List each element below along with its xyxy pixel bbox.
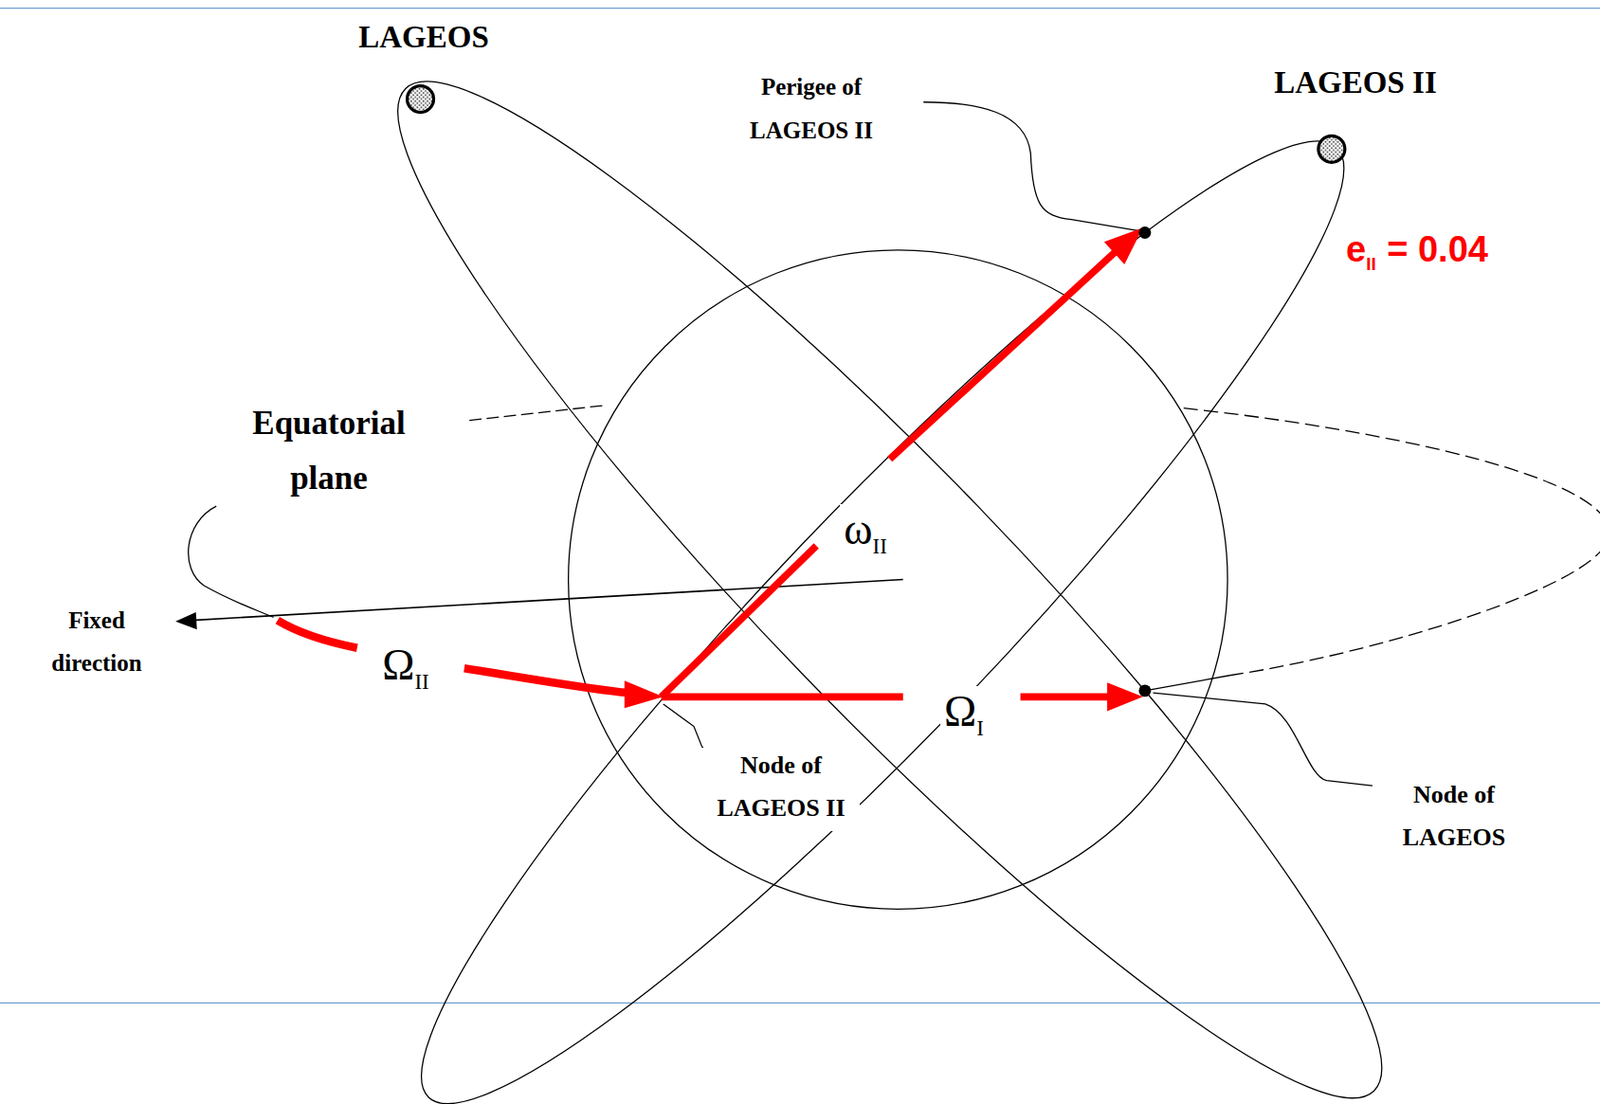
angle-symbol: Ω: [944, 687, 977, 736]
perigee-dot: [1138, 226, 1151, 239]
angle-symbol: Ω: [381, 640, 415, 690]
angle-symbol-box: ΩI: [940, 686, 988, 744]
node-arrow: [661, 693, 904, 702]
satellite-name-box: LAGEOS: [354, 18, 493, 57]
angle-symbol-box: ΩII: [378, 639, 434, 697]
frame-line: [0, 1002, 1600, 1004]
lageos2-orbit: [347, 70, 1419, 1104]
equatorial-plane: [1145, 675, 1230, 691]
subscript: II: [1365, 254, 1377, 274]
lageos-orbit: [318, 3, 1462, 1104]
node-dot: [1138, 684, 1151, 697]
eccentricity-value: = 0.04: [1386, 229, 1489, 270]
leader-line: [923, 102, 1138, 232]
plane-label-box: Equatorial plane: [229, 395, 429, 508]
subscript: II: [872, 534, 887, 559]
callout-label-box: Perigee of LAGEOS II: [735, 64, 888, 155]
angle-symbol: ω: [843, 505, 873, 554]
eccentricity-value: e: [1345, 229, 1366, 270]
direction-label: Fixed direction: [51, 607, 142, 676]
direction-label-box: Fixed direction: [37, 598, 157, 686]
callout-label-box: Node of LAGEOS II: [703, 743, 860, 832]
leader-line: [1152, 692, 1372, 786]
callout-label: Perigee of LAGEOS II: [749, 73, 873, 144]
equatorial-plane: [1183, 408, 1600, 676]
subscript: I: [976, 716, 984, 741]
arrowhead: [624, 680, 664, 709]
arrowhead: [175, 612, 198, 630]
perigee-arrow: [661, 545, 818, 697]
node-arrow: [1020, 693, 1113, 702]
satellite-name: LAGEOS II: [1273, 65, 1437, 100]
leader-line: [469, 404, 607, 420]
satellite-name-box: LAGEOS II: [1270, 64, 1440, 103]
arrowhead: [1104, 227, 1144, 265]
eccentricity-value-box: eII = 0.04: [1342, 228, 1492, 275]
satellite: [407, 86, 435, 113]
frame-line: [0, 7, 1600, 9]
subscript: II: [414, 670, 429, 694]
callout-label: Node of LAGEOS II: [716, 751, 845, 823]
fixed-direction-line: [191, 580, 903, 621]
angle-symbol-box: ωII: [839, 504, 891, 562]
perigee-arrow: [890, 250, 1118, 460]
plane-label: Equatorial plane: [252, 404, 405, 497]
leader-line: [188, 506, 274, 618]
satellite: [1318, 135, 1346, 163]
callout-label-box: Node of LAGEOS: [1385, 772, 1524, 861]
arrowhead: [1107, 682, 1144, 711]
node-arrow: [464, 668, 629, 693]
satellite-name: LAGEOS: [358, 19, 490, 55]
callout-label: Node of LAGEOS: [1402, 781, 1506, 853]
angle-arc: [277, 620, 358, 649]
